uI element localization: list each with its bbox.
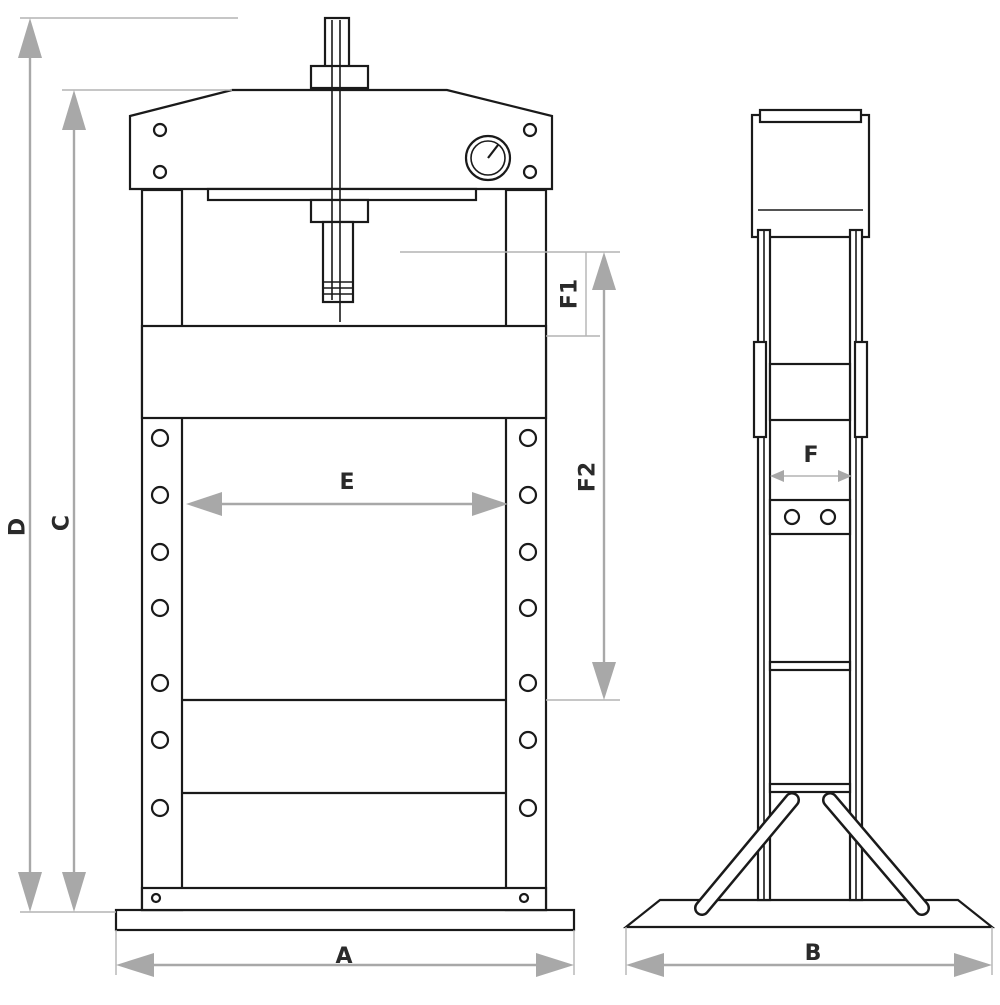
side-brace-left bbox=[694, 792, 800, 916]
front-base-plate bbox=[114, 908, 576, 932]
label-f: F bbox=[803, 443, 818, 468]
dimensions: D C E F1 F2 F A B bbox=[6, 17, 993, 977]
left-column-holes bbox=[150, 428, 170, 818]
side-head-box bbox=[750, 113, 871, 239]
side-head-cap bbox=[758, 108, 863, 124]
bottom-bolt-right bbox=[518, 892, 530, 904]
front-moving-beam bbox=[140, 324, 548, 420]
dimension-d bbox=[18, 18, 42, 912]
top-screw bbox=[323, 16, 351, 70]
side-view bbox=[622, 108, 996, 929]
dimension-f bbox=[770, 470, 852, 482]
label-b: B bbox=[805, 941, 822, 966]
label-d: D bbox=[6, 518, 31, 536]
label-e: E bbox=[339, 470, 354, 495]
pressure-gauge-icon bbox=[464, 134, 512, 182]
dimension-b bbox=[626, 953, 992, 977]
side-lower-bar bbox=[768, 660, 852, 672]
side-bed-hole-2 bbox=[819, 508, 837, 526]
side-beam-right-flange bbox=[853, 340, 869, 439]
front-bottom-bar bbox=[140, 886, 548, 912]
label-c: C bbox=[50, 515, 75, 531]
side-beam-block bbox=[768, 362, 852, 422]
side-beam-left-flange bbox=[752, 340, 768, 439]
label-f1: F1 bbox=[558, 279, 583, 309]
front-view bbox=[114, 16, 576, 932]
dimension-e bbox=[186, 492, 508, 516]
side-brace-right bbox=[822, 792, 930, 916]
side-bottom-bar bbox=[768, 782, 852, 794]
label-a: A bbox=[335, 944, 352, 969]
dimension-c bbox=[62, 90, 86, 912]
dimension-a bbox=[116, 953, 574, 977]
head-bolt-2 bbox=[152, 164, 168, 180]
bottom-bolt-left bbox=[150, 892, 162, 904]
side-bed-hole-1 bbox=[783, 508, 801, 526]
dimension-f2 bbox=[592, 252, 616, 700]
upper-platen bbox=[206, 187, 478, 202]
head-bolt-4 bbox=[522, 164, 538, 180]
head-bolt-3 bbox=[522, 122, 538, 138]
side-bed-block bbox=[768, 498, 852, 536]
side-base bbox=[622, 898, 996, 929]
label-f2: F2 bbox=[576, 462, 601, 492]
right-column-holes bbox=[518, 428, 538, 818]
head-bolt-1 bbox=[152, 122, 168, 138]
ram-rod bbox=[321, 220, 355, 304]
